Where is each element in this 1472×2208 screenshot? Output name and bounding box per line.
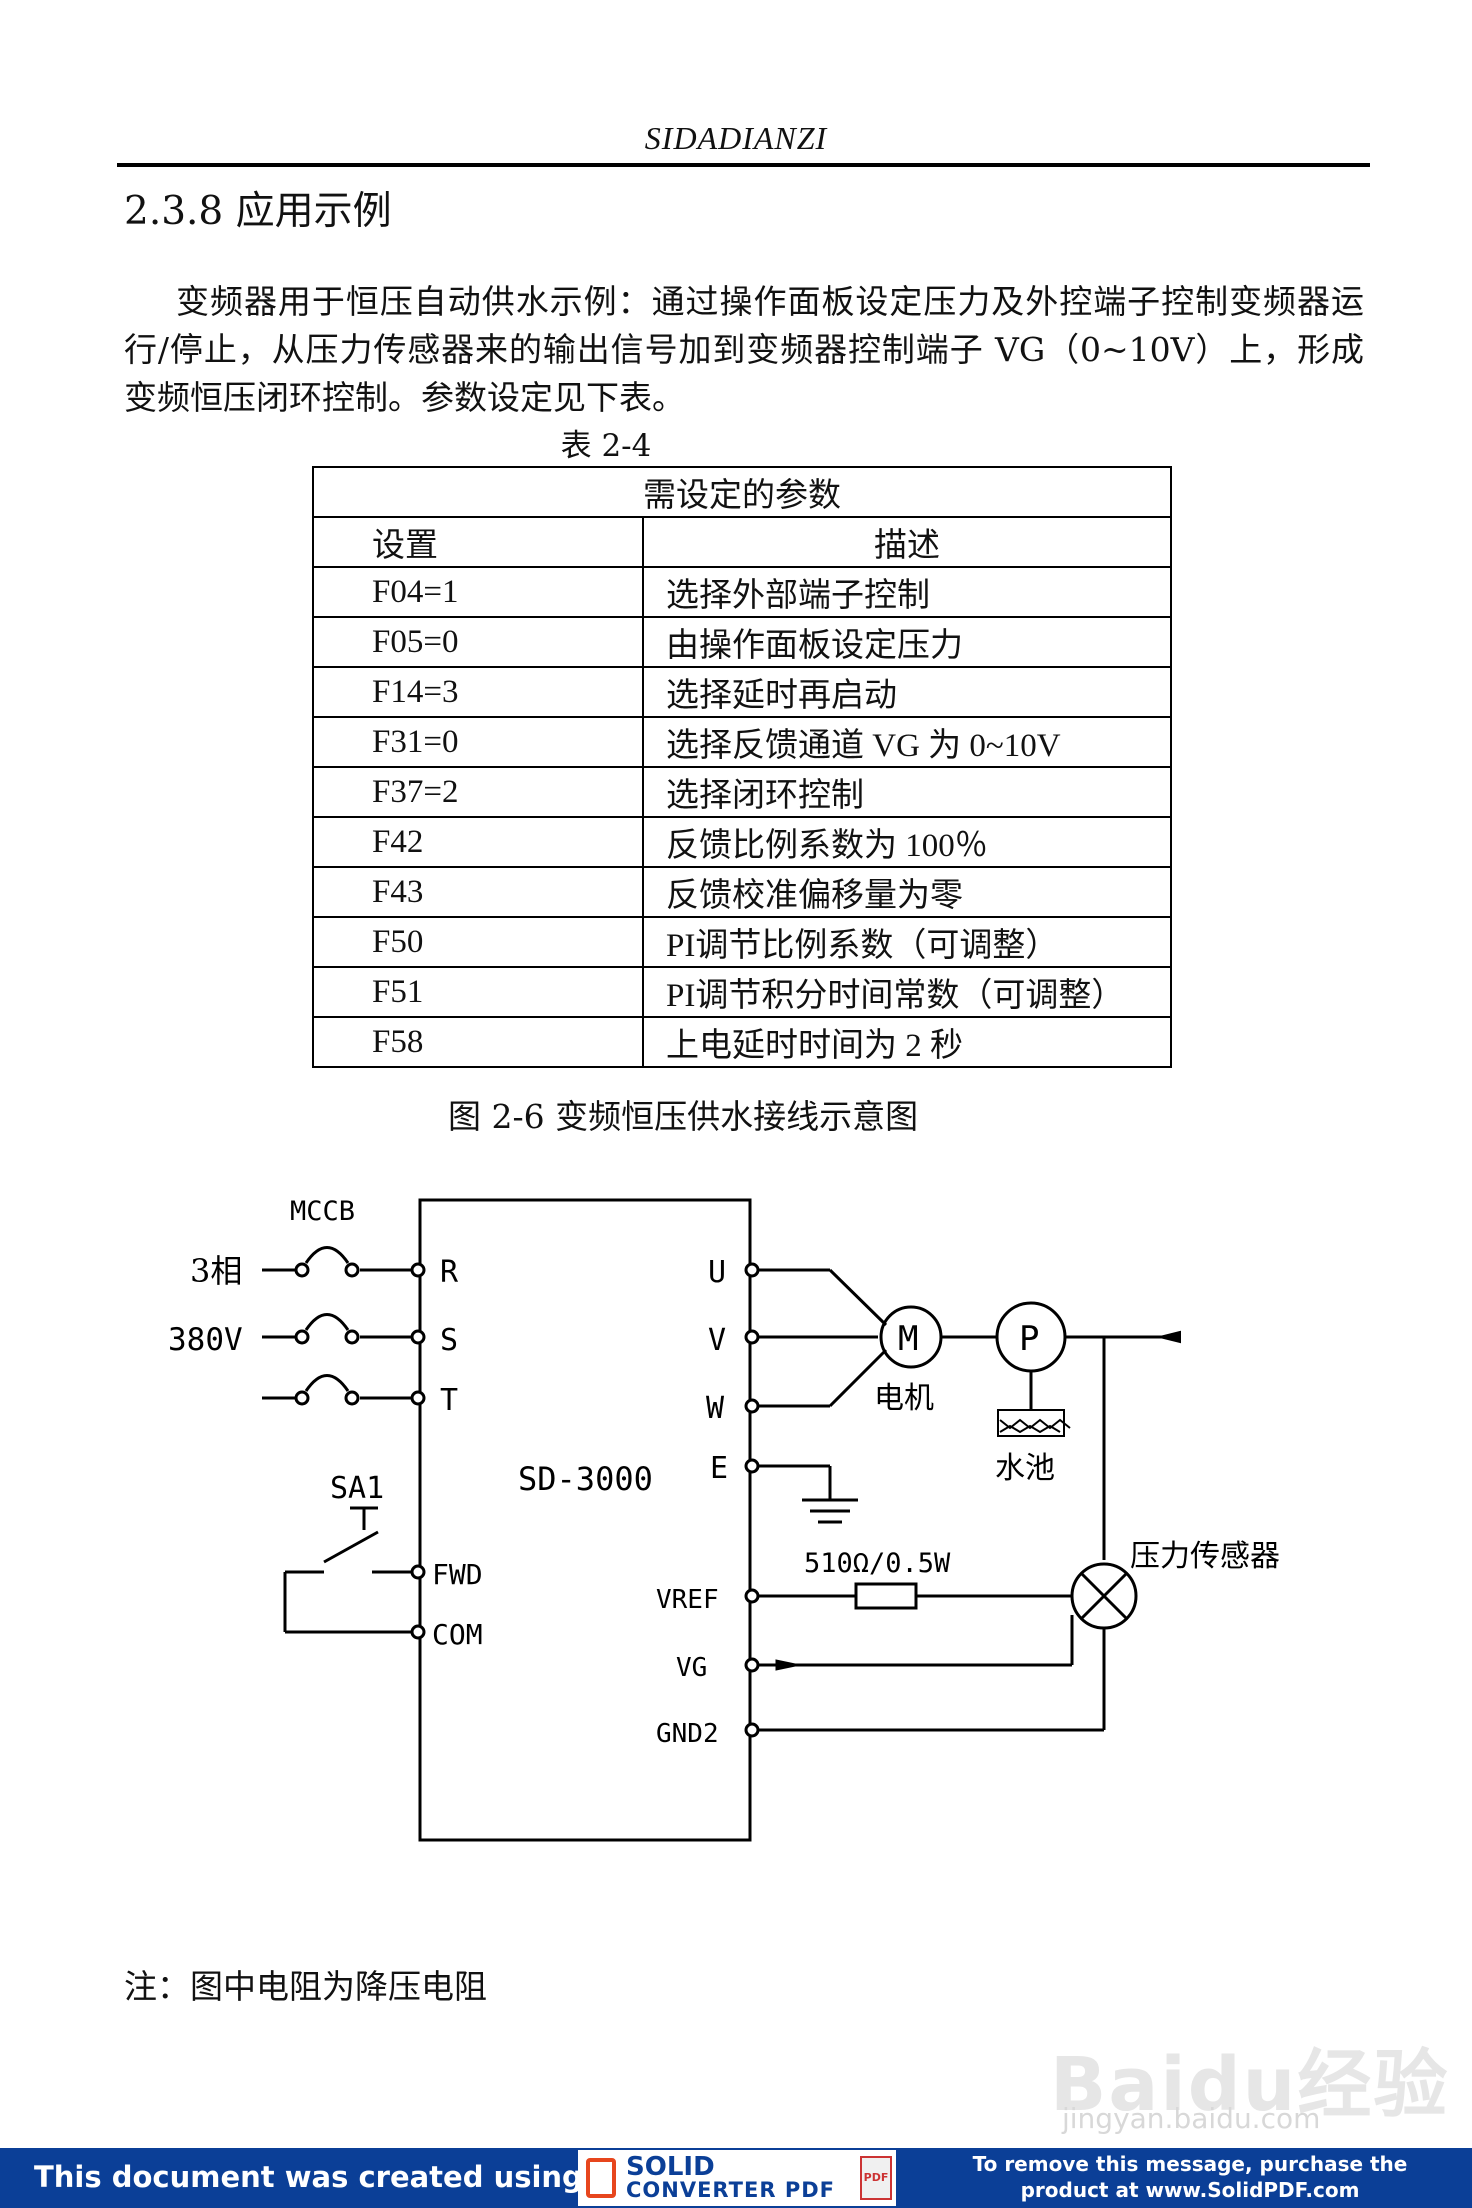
control-terminals (410, 1564, 426, 1640)
banner-left-text: This document was created using (34, 2160, 583, 2194)
solid-logo-icon (586, 2158, 616, 2198)
footnote: 注：图中电阻为降压电阻 (124, 1967, 487, 2006)
param-setting: F05=0 (312, 616, 644, 668)
mccb-contacts (294, 1246, 360, 1406)
figure-caption: 图 2-6 变频恒压供水接线示意图 (448, 1097, 919, 1136)
param-setting: F58 (312, 1016, 644, 1068)
terminal-w-label: W (706, 1391, 725, 1426)
intro-paragraph: 变频器用于恒压自动供水示例：通过操作面板设定压力及外控端子控制变频器运行/停止，… (124, 282, 1364, 417)
watermark-logo: Baidu经验 (1050, 2042, 1450, 2128)
banner-right-line2[interactable]: product at www.SolidPDF.com (1020, 2178, 1360, 2202)
vg-arrow (775, 1659, 801, 1671)
phase-label: 3相 (190, 1252, 242, 1290)
terminal-vref-label: VREF (656, 1585, 719, 1615)
ground-symbol (758, 1464, 858, 1524)
table-title: 需设定的参数 (312, 466, 1172, 518)
param-setting: F50 (312, 916, 644, 968)
inverter-box (418, 1198, 752, 1842)
sa1-switch (283, 1506, 412, 1634)
header-desc: 描述 (642, 516, 1172, 568)
banner-right-line1: To remove this message, purchase the (972, 2152, 1408, 2176)
terminal-fwd-label: FWD (432, 1558, 483, 1591)
param-description: 选择闭环控制 (642, 766, 1172, 818)
param-setting: F31=0 (312, 716, 644, 768)
param-description: 上电延时时间为 2 秒 (642, 1016, 1172, 1068)
table-header-row: 设置 描述 (312, 516, 1172, 568)
param-setting: F14=3 (312, 666, 644, 718)
banner-right-text[interactable]: To remove this message, purchase the pro… (910, 2151, 1470, 2203)
solid-converter-logo[interactable]: SOLID CONVERTER PDF PDF (578, 2150, 896, 2206)
param-description: PI调节比例系数（可调整） (642, 916, 1172, 968)
param-setting: F04=1 (312, 566, 644, 618)
pool-symbol (997, 1409, 1071, 1437)
pool-label: 水池 (995, 1451, 1055, 1486)
param-description: 选择反馈通道 VG 为 0~10V (642, 716, 1172, 768)
logo-top-text: SOLID (626, 2152, 715, 2182)
terminal-s-label: S (440, 1323, 458, 1358)
param-description: 反馈校准偏移量为零 (642, 866, 1172, 918)
header-setting: 设置 (312, 516, 644, 568)
terminal-v-label: V (708, 1323, 726, 1358)
table-title-row: 需设定的参数 (312, 466, 1172, 518)
param-description: 选择外部端子控制 (642, 566, 1172, 618)
terminal-vg-label: VG (676, 1653, 707, 1683)
param-description: PI调节积分时间常数（可调整） (642, 966, 1172, 1018)
param-setting: F43 (312, 866, 644, 918)
page-header: SIDADIANZI (644, 120, 828, 156)
param-description: 由操作面板设定压力 (642, 616, 1172, 668)
sa1-label: SA1 (330, 1471, 384, 1506)
motor-symbol-label: M (898, 1319, 918, 1359)
param-description: 选择延时再启动 (642, 666, 1172, 718)
wiring-diagram: MCCB 3相 380V R S T U V W E SD-3000 SA1 F… (168, 1196, 1280, 1842)
output-terminals (744, 1262, 760, 1738)
pump-symbol-label: P (1019, 1319, 1039, 1359)
sensor-wiring (758, 1337, 1138, 1732)
param-setting: F42 (312, 816, 644, 868)
terminal-r-label: R (440, 1255, 459, 1290)
input-terminals (410, 1262, 426, 1406)
pdf-badge-icon: PDF (860, 2156, 892, 2200)
motor-wiring (758, 1268, 1180, 1410)
watermark-url: jingyan.baidu.com (1062, 2102, 1321, 2135)
param-setting: F51 (312, 966, 644, 1018)
sensor-label: 压力传感器 (1130, 1539, 1280, 1574)
terminal-com-label: COM (432, 1618, 483, 1651)
header-rule (117, 163, 1370, 167)
resistor-label: 510Ω/0.5W (804, 1548, 951, 1579)
device-label: SD-3000 (518, 1460, 653, 1498)
converter-banner: This document was created using SOLID CO… (0, 2148, 1472, 2208)
motor-text-label: 电机 (874, 1381, 934, 1416)
mccb-label: MCCB (290, 1196, 355, 1227)
outlet-arrow (1159, 1330, 1181, 1344)
param-setting: F37=2 (312, 766, 644, 818)
terminal-e-label: E (710, 1451, 728, 1486)
input-lines (262, 1268, 412, 1400)
logo-bottom-text: CONVERTER PDF (626, 2178, 835, 2202)
terminal-u-label: U (708, 1255, 726, 1290)
terminal-t-label: T (440, 1383, 458, 1418)
param-description: 反馈比例系数为 100％ (642, 816, 1172, 868)
terminal-gnd2-label: GND2 (656, 1719, 719, 1749)
table-caption: 表 2-4 (560, 428, 652, 464)
voltage-label: 380V (168, 1322, 243, 1358)
section-title: 2.3.8 应用示例 (124, 189, 392, 234)
